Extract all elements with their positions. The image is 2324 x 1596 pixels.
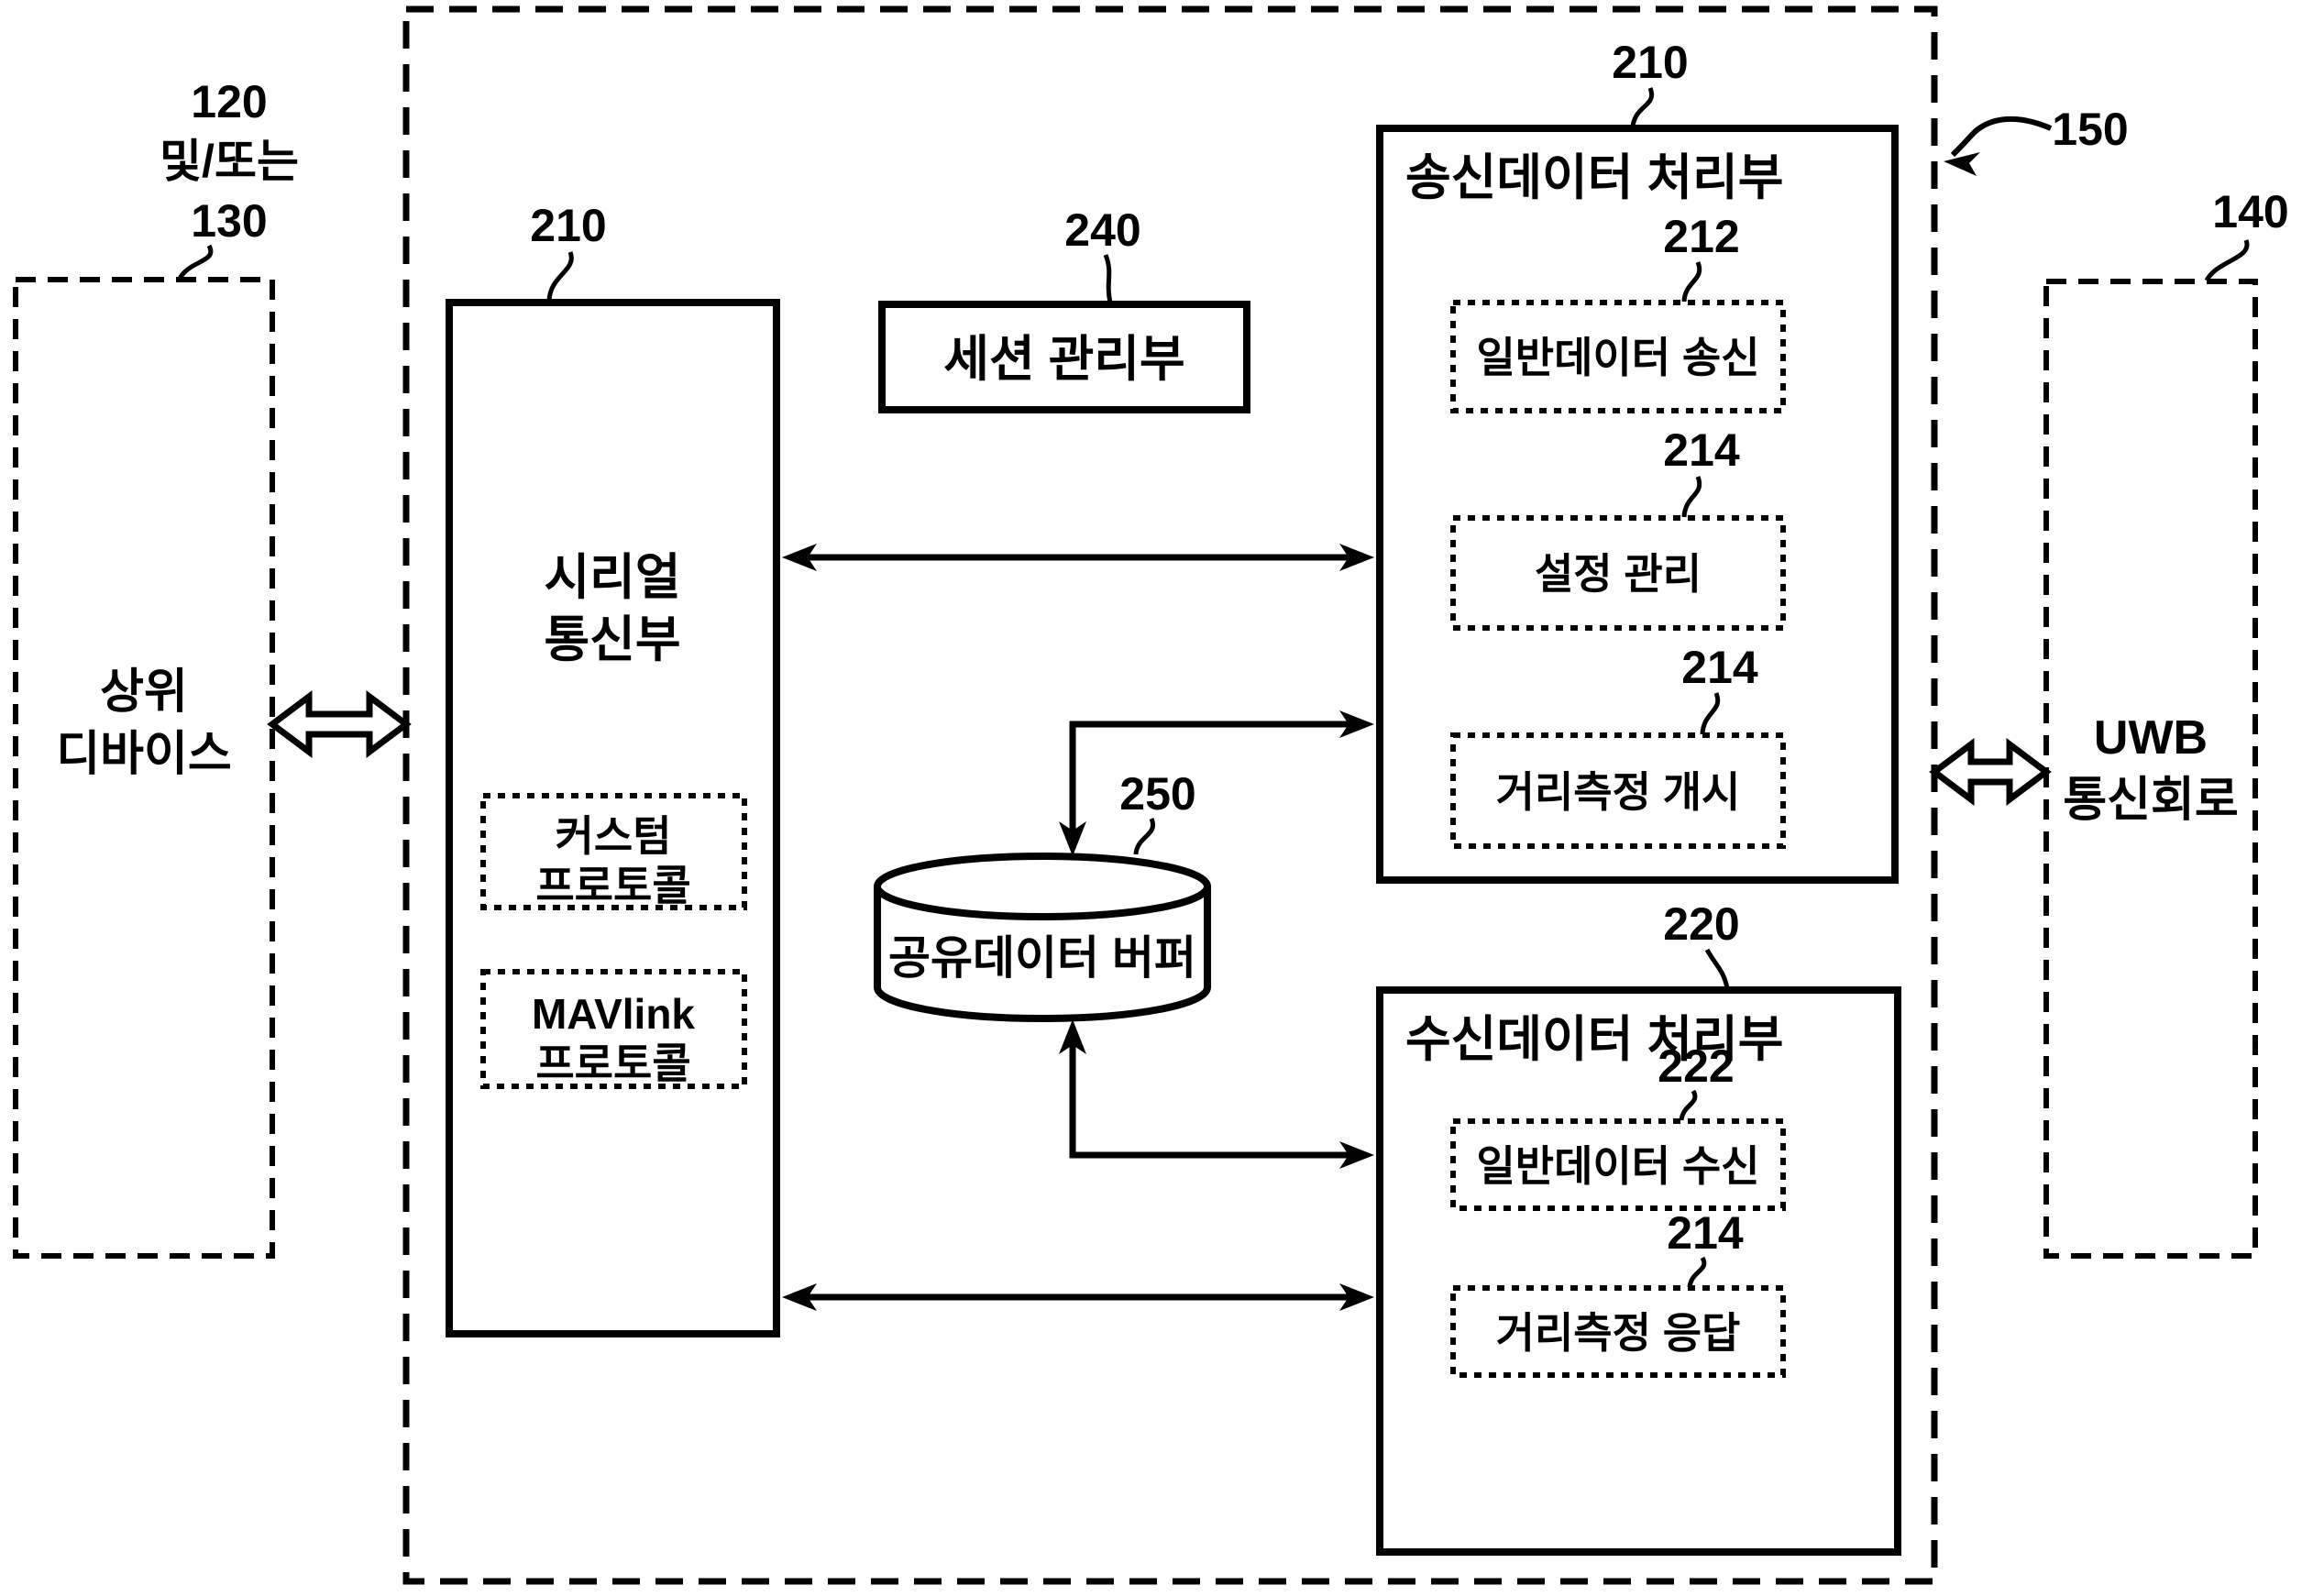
tx-processor-ref: 210 bbox=[1612, 37, 1688, 88]
session-manager-ref: 240 bbox=[1064, 204, 1140, 256]
rx-ranging-ref-leader bbox=[1687, 1256, 1707, 1288]
mavlink-protocol-line1: MAVlink bbox=[532, 990, 695, 1038]
tx-config-ref: 214 bbox=[1663, 424, 1740, 476]
shared-buffer-ref-leader bbox=[1133, 817, 1156, 855]
session-manager-box bbox=[878, 301, 1250, 413]
serial-unit-box bbox=[446, 299, 780, 1337]
buffer-rx-arrow-line bbox=[1069, 1043, 1350, 1159]
rx-general-ref-leader bbox=[1679, 1089, 1698, 1121]
serial-unit-ref: 210 bbox=[530, 200, 606, 251]
host-device-ref-line2: 및/또는 bbox=[160, 136, 299, 187]
rx-general-label: 일반데이터 수신 bbox=[1476, 1142, 1759, 1190]
host-module-double-arrow-icon bbox=[267, 690, 412, 758]
rx-ranging-label: 거리측정 응답 bbox=[1496, 1309, 1741, 1357]
rx-general-box bbox=[1450, 1118, 1786, 1211]
tx-general-ref-leader bbox=[1681, 261, 1702, 303]
tx-processor-ref-leader bbox=[1630, 87, 1655, 127]
uwb-circuit-label-line2: 통신회로 bbox=[2063, 774, 2238, 827]
uwb-circuit-ref: 140 bbox=[2212, 186, 2288, 237]
serial-unit-ref-leader bbox=[546, 251, 574, 302]
mavlink-protocol-line2: 프로토콜 bbox=[535, 1040, 690, 1087]
uwb-circuit-label-line1: UWB bbox=[2094, 711, 2208, 765]
tx-ranging-ref-leader bbox=[1700, 692, 1721, 735]
rx-processor-ref-leader bbox=[1704, 948, 1730, 989]
tx-config-box bbox=[1450, 515, 1786, 631]
tx-buffer-arrowhead-down-icon bbox=[1059, 821, 1086, 856]
tx-buffer-arrowhead-right-icon bbox=[1339, 710, 1374, 738]
mavlink-protocol-box bbox=[480, 969, 747, 1089]
tx-config-ref-leader bbox=[1681, 476, 1702, 518]
module-150-ref-leader bbox=[1950, 116, 2053, 158]
shared-buffer-cylinder-body bbox=[874, 886, 1211, 1023]
shared-buffer-ref: 250 bbox=[1119, 768, 1195, 820]
buffer-rx-arrowhead-up-icon bbox=[1059, 1019, 1086, 1054]
session-manager-label: 세션 관리부 bbox=[943, 332, 1184, 387]
tx-general-label: 일반데이터 송신 bbox=[1476, 334, 1759, 381]
rx-processor-ref: 220 bbox=[1663, 898, 1739, 950]
serial-unit-label-line1: 시리얼 bbox=[544, 550, 680, 605]
host-device-ref-leader bbox=[177, 244, 214, 281]
rx-ranging-ref: 214 bbox=[1667, 1207, 1744, 1259]
tx-ranging-ref: 214 bbox=[1681, 642, 1758, 693]
serial-rx-arrowhead-right-icon bbox=[1339, 1283, 1374, 1311]
module-uwb-double-arrow-icon bbox=[1929, 738, 2052, 806]
rx-general-ref: 222 bbox=[1658, 1040, 1734, 1092]
tx-processor-title: 송신데이터 처리부 bbox=[1405, 150, 1783, 205]
custom-protocol-box bbox=[480, 793, 747, 910]
host-device-ref-line1: 120 bbox=[191, 76, 267, 127]
shared-buffer-cylinder-top bbox=[874, 853, 1211, 920]
tx-config-label: 설정 관리 bbox=[1535, 550, 1702, 598]
host-device-label-line1: 상위 bbox=[100, 666, 188, 719]
session-manager-ref-leader bbox=[1103, 254, 1113, 303]
tx-ranging-box bbox=[1450, 732, 1786, 849]
host-device-ref-line3: 130 bbox=[191, 195, 267, 247]
uwb-circuit-ref-leader bbox=[2204, 239, 2250, 282]
rx-processor-title: 수신데이터 처리부 bbox=[1405, 1012, 1783, 1067]
module-150-leader-arrowhead-icon bbox=[1944, 152, 1980, 176]
tx-general-box bbox=[1450, 300, 1786, 413]
tx-ranging-label: 거리측정 개시 bbox=[1496, 768, 1741, 816]
rx-ranging-box bbox=[1450, 1285, 1786, 1378]
serial-tx-arrowhead-right-icon bbox=[1339, 544, 1374, 571]
serial-unit-label-line2: 통신부 bbox=[544, 612, 680, 667]
tx-processor-box bbox=[1376, 125, 1899, 884]
host-device-label-line2: 디바이스 bbox=[56, 728, 231, 781]
tx-general-ref: 212 bbox=[1663, 211, 1739, 262]
custom-protocol-line2: 프로토콜 bbox=[535, 862, 690, 909]
serial-tx-arrowhead-left-icon bbox=[782, 544, 817, 571]
shared-buffer-label: 공유데이터 버퍼 bbox=[888, 932, 1196, 984]
serial-rx-arrowhead-left-icon bbox=[782, 1283, 817, 1311]
tx-buffer-arrow-line bbox=[1069, 721, 1350, 831]
module-150-ref: 150 bbox=[2052, 104, 2128, 155]
buffer-rx-arrowhead-right-icon bbox=[1339, 1141, 1374, 1169]
custom-protocol-line1: 커스텀 bbox=[556, 812, 672, 860]
uwb-circuit-box bbox=[2043, 279, 2258, 1259]
rx-processor-box bbox=[1376, 986, 1901, 1556]
host-device-box bbox=[13, 277, 275, 1259]
